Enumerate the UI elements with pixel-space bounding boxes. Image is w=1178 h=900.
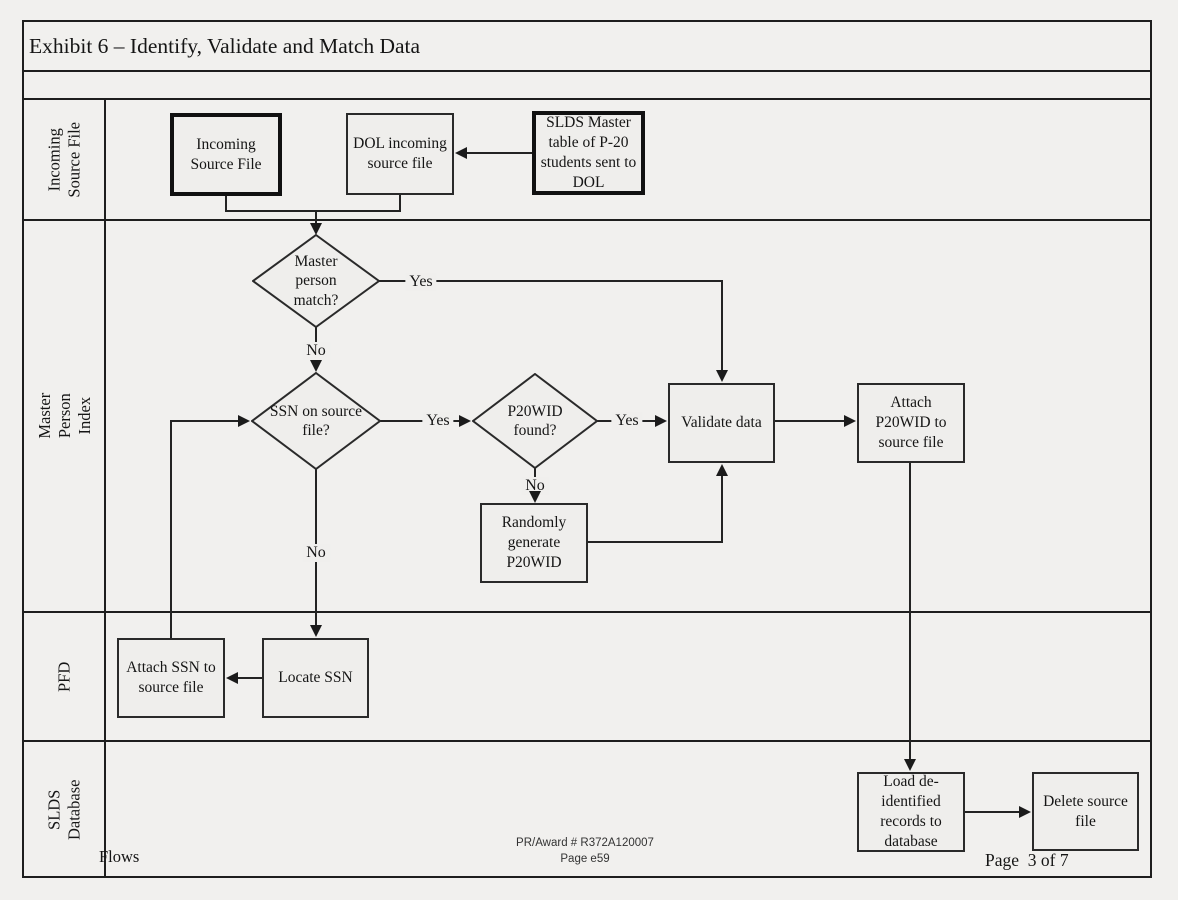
edge-label-yes: Yes [422,412,454,430]
node-slds-master-table: SLDS Master table of P-20 students sent … [532,111,645,195]
node-ssn-on-source-file: SSN on source file? [251,372,381,470]
flow-line [170,420,243,422]
arrow-left-head [226,672,238,684]
arrow-down-head [310,360,322,372]
flow-line [534,468,536,480]
node-locate-ssn: Locate SSN [262,638,369,718]
flow-line [721,280,723,372]
flow-line [399,193,401,212]
node-delete-source-file: Delete source file [1032,772,1139,851]
arrow-right-head [1019,806,1031,818]
grid-line [22,219,1152,221]
diamond-shape [251,372,381,470]
arrow-right-head [238,415,250,427]
lane-master-person-index: Master Person Index [24,220,105,612]
flows-caption: Flows [99,847,140,866]
flow-line [379,280,723,282]
diamond-label: SSN on source file? [269,402,363,439]
node-attach-ssn: Attach SSN to source file [117,638,225,718]
flow-line [774,420,849,422]
page-number: Page 3 of 7 [985,850,1069,870]
arrow-down-head [310,625,322,637]
diagram-frame [22,20,1152,878]
flow-line [380,420,461,422]
lane-label: SLDS Database [44,779,84,840]
lane-pfd: PFD [24,612,105,741]
pdf-page-number: Page e59 [560,853,610,865]
footer-center: PR/Award # R372A120007 Page e59 [445,837,725,869]
edge-label-no: No [302,342,330,360]
arrow-right-head [844,415,856,427]
edge-label-no: No [521,477,549,495]
arrow-up-head [716,464,728,476]
edge-label-no: No [302,544,330,562]
lane-label: Master Person Index [34,393,94,439]
arrow-down-head [716,370,728,382]
node-master-person-match: Master person match? [252,234,380,328]
edge-label-yes: Yes [611,412,643,430]
node-load-deidentified-records: Load de-identified records to database [857,772,965,852]
node-validate-data: Validate data [668,383,775,463]
arrow-right-head [655,415,667,427]
lane-slds-database: SLDS Database [24,741,105,878]
flow-line [225,210,401,212]
flow-line [587,541,723,543]
arrow-right-head [459,415,471,427]
flow-line [170,420,172,639]
flow-line [721,474,723,543]
node-incoming-source-file: Incoming Source File [170,113,282,196]
diamond-shape [472,373,598,469]
grid-line [22,70,1152,72]
arrow-down-head [904,759,916,771]
flow-line [466,152,534,154]
arrow-left-head [455,147,467,159]
node-randomly-generate-p20wid: Randomly generate P20WID [480,503,588,583]
flow-line [909,461,911,762]
flow-line [964,811,1025,813]
node-dol-incoming-source-file: DOL incoming source file [346,113,454,195]
node-attach-p20wid: Attach P20WID to source file [857,383,965,463]
diamond-label: Master person match? [293,252,339,309]
lane-label: Incoming Source File [44,121,84,198]
lane-incoming-source-file: Incoming Source File [24,99,105,220]
arrow-down-head [310,223,322,235]
page-title: Exhibit 6 – Identify, Validate and Match… [29,33,421,58]
pr-award-number: PR/Award # R372A120007 [516,837,654,849]
diamond-shape [252,234,380,328]
lane-label: PFD [54,661,74,692]
arrow-down-head [529,491,541,503]
grid-line [22,98,1152,100]
node-p20wid-found: P20WID found? [472,373,598,469]
grid-line [22,611,1152,613]
flow-line [225,194,227,212]
diamond-label: P20WID found? [507,402,563,439]
edge-label-yes: Yes [405,273,437,291]
grid-line [22,740,1152,742]
flow-line [315,210,317,224]
flow-line [234,677,263,679]
lane-label-divider [104,98,106,878]
